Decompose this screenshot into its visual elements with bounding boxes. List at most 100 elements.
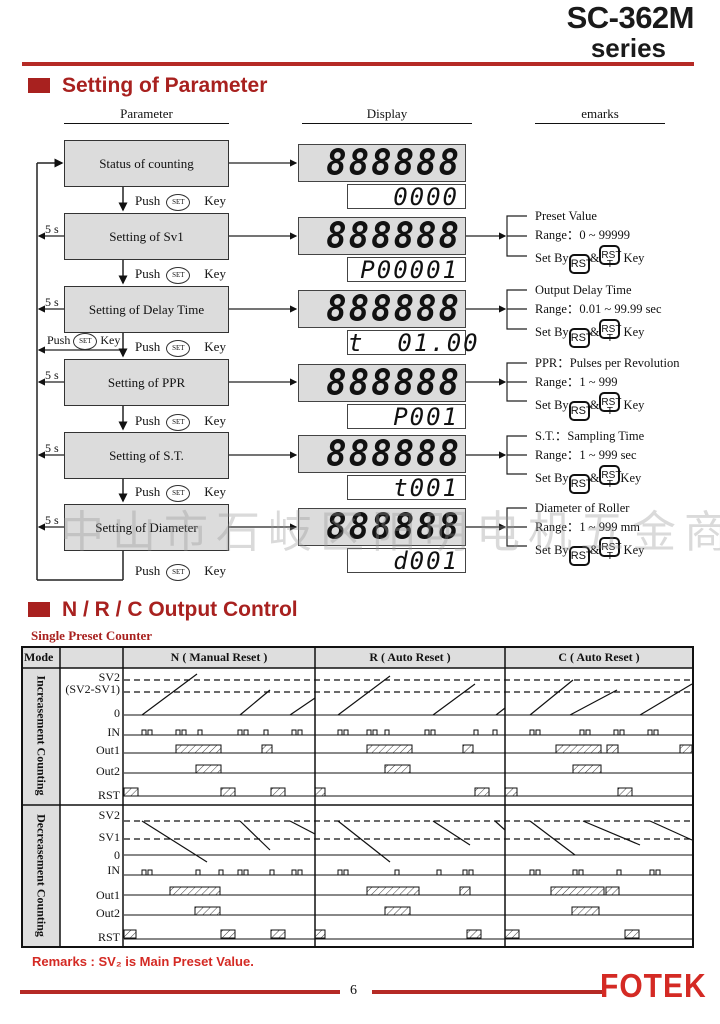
footer-line-left [20,990,340,994]
model-header: SC-362M series [566,0,695,63]
set-key-icon: SET [166,485,191,502]
input-pulse [343,869,349,876]
input-pulse [237,869,243,876]
section-title-output-control: N / R / C Output Control [28,598,298,622]
display-main: 888888 [298,364,466,402]
input-pulse [585,729,591,736]
input-pulse [572,869,578,876]
output-pulse [571,906,600,916]
count-ramp [494,820,506,831]
display-arrows [229,159,298,531]
rst-key-icon: RST [568,254,593,274]
step-setting-st: Setting of S.T. [64,432,229,479]
count-ramp [432,820,471,846]
signal-label: RST [97,788,120,802]
output-pulse [466,929,482,939]
count-ramp [639,683,693,716]
input-pulse [384,729,390,736]
input-pulse [291,729,297,736]
display-main: 888888 [298,435,466,473]
input-pulse [655,869,661,876]
col-header-remarks: emarks [535,106,665,124]
model-name: SC-362M [566,0,695,35]
input-pulse [535,869,541,876]
timeout-label: 5 s [45,513,59,527]
rst-key-icon: RST [568,546,593,566]
input-pulse [141,729,147,736]
count-ramp [239,820,271,851]
model-series: series [590,33,666,63]
signal-label: Out2 [96,906,120,920]
count-ramp [529,679,574,716]
count-ramp [141,673,198,716]
step-status-of-counting: Status of counting [64,140,229,187]
input-pulse [647,729,653,736]
output-pulse [605,886,620,896]
input-pulse [337,869,343,876]
mode-increasement: Increasement Counting [34,675,49,796]
input-pulse [372,729,378,736]
input-pulse [529,869,535,876]
output-pulse [314,929,326,939]
output-pulse [261,744,273,754]
col-header-parameter: Parameter [64,106,229,124]
input-pulse [468,869,474,876]
signal-label: SV1 [98,830,120,844]
set-key-icon: SET [166,267,191,284]
count-ramp [141,820,208,863]
input-pulse [424,729,430,736]
rst-key-icon: RST [568,474,593,494]
display-main: 888888 [298,144,466,182]
timeout-label: 5 s [45,295,59,309]
remarks-diameter: Diameter of Roller Range：1 ~ 999 mm Set … [535,499,644,566]
output-pulse [366,744,413,754]
display-sub: P00001 [347,257,466,282]
signal-label: 0 [114,706,120,720]
signal-label: SV2 [98,808,120,822]
output-pulse [270,929,286,939]
input-pulse [578,869,584,876]
output-pulse [123,787,139,797]
input-pulse [529,729,535,736]
input-pulse [535,729,541,736]
input-pulse [462,869,468,876]
rst-key-icon: RST [568,328,593,348]
rst-key-icon: RST [568,401,593,421]
brand-logo: FOTEK [600,968,707,1005]
output-pulse [366,886,420,896]
input-pulse [492,729,498,736]
table-header-n: N ( Manual Reset ) [170,650,268,664]
timeout-label: 5 s [45,368,59,382]
remark-brackets [466,215,527,547]
output-pulse [384,764,411,774]
count-ramp [495,707,506,716]
page-number: 6 [350,983,357,998]
input-pulse [263,729,269,736]
display-sub: t 01.00 [347,329,480,357]
signal-label: SV2 [98,670,120,684]
count-ramp [529,820,576,856]
count-ramp [569,689,618,716]
input-pulse [181,729,187,736]
set-key-icon: SET [73,333,98,350]
count-ramp [289,697,316,716]
count-ramp [649,820,693,841]
section-title-text: Setting of Parameter [62,74,268,97]
output-pulse [617,787,633,797]
flow-connectors [36,158,527,581]
count-ramp [289,820,316,835]
input-pulse [243,869,249,876]
remarks-st: S.T.：Sampling Time Range：1 ~ 999 sec Set… [535,427,644,494]
set-key-icon: SET [166,340,191,357]
signal-label: IN [107,725,120,739]
output-pulse [624,929,640,939]
input-pulse [653,729,659,736]
input-pulse [619,729,625,736]
